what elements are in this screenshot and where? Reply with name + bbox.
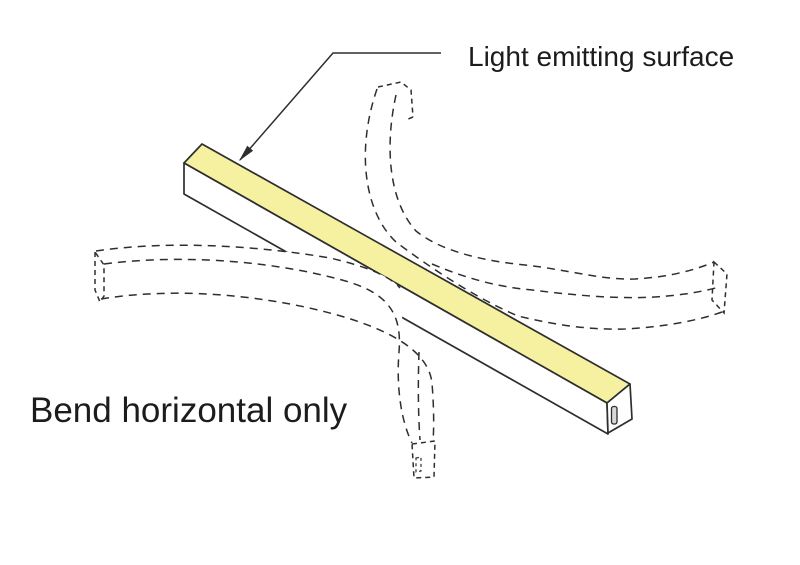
bend-curve-bottom-cap-slot: [415, 456, 422, 473]
callout-leader: [239, 52, 441, 161]
light-emitting-surface-label: Light emitting surface: [468, 41, 735, 72]
bend-curve-left-bottom-body: [95, 245, 434, 444]
bend-curve-left-bottom-mid-edge: [103, 258, 413, 444]
leader-arrow-head: [239, 145, 254, 161]
bend-curve-left-end-cap: [94, 249, 105, 304]
bend-horizontal-only-label: Bend horizontal only: [30, 391, 348, 430]
bend-curve-top-end-cap: [377, 81, 414, 121]
bend-curve-left-bottom-top-edge: [95, 244, 401, 289]
bend-curve-bottom-end-cap: [411, 440, 436, 479]
bend-curve-top-right: [364, 81, 728, 330]
bend-curve-top-right-outer-edge: [364, 88, 723, 330]
bend-curve-left-bottom: [94, 244, 436, 479]
bend-curve-left-bottom-outer-edge: [100, 292, 435, 443]
bend-curve-right-end-cap: [711, 260, 728, 315]
bend-curve-top-right-mid-edge: [431, 263, 720, 299]
strip-end-connector-slot: [610, 405, 618, 425]
leader-line: [239, 52, 441, 161]
bend-curve-left-bottom-inner-edge: [417, 351, 421, 441]
bend-curve-top-right-top-edge: [389, 94, 715, 280]
